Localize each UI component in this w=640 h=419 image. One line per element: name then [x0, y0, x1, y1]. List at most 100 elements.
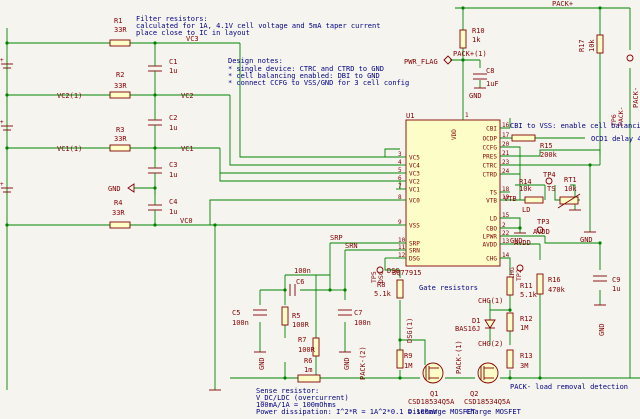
- q2-ref: Q2: [470, 390, 478, 398]
- c2-value: 1u: [169, 124, 177, 132]
- resistor-r9: R9 1M: [396, 349, 412, 370]
- resistor-r6: R6 1m: [297, 357, 321, 383]
- filter-note-2: place close to IC in layout: [136, 29, 250, 37]
- c5-value: 100n: [232, 319, 249, 327]
- u1-pin-name-left: SRN: [409, 248, 420, 255]
- diode-d1: D1 BAS16J: [455, 317, 496, 333]
- rt1-value: 10k: [564, 185, 577, 193]
- net-srn: SRN: [345, 242, 358, 250]
- discharge-mosfet-label: Discharge MOSFET: [408, 408, 476, 416]
- resistor-r3: R3 33R: [109, 126, 131, 152]
- c1-ref: C1: [169, 58, 177, 66]
- testpoint-tp5: TP5 DSG: [370, 266, 385, 283]
- r3-ref: R3: [116, 126, 124, 134]
- tp2-ref: TP2: [515, 269, 523, 281]
- capacitor-c5: C5 100n: [232, 309, 267, 327]
- svg-text:+: +: [0, 119, 4, 126]
- u1-pin-num-left: 6: [398, 175, 402, 182]
- u1-pin-name-left: VC0: [409, 198, 420, 205]
- net-chg-2: CHG(2): [478, 340, 503, 348]
- capacitor-c4: C4 1u: [148, 195, 177, 218]
- r12-ref: R12: [520, 315, 533, 323]
- r16-ref: R16: [548, 276, 561, 284]
- svg-text:+: +: [0, 181, 4, 188]
- tp6-value: PACK-: [617, 106, 625, 126]
- design-note-2: * cell balancing enabled: DBI to GND: [228, 72, 380, 80]
- design-note-3: * connect CCFG to VSS/GND for 3 cell con…: [228, 79, 409, 87]
- r6-value: 1m: [304, 366, 312, 374]
- net-pack-minus-2: PACK-(2): [359, 346, 367, 380]
- pwr-flag-label: PWR_FLAG: [404, 58, 438, 66]
- r10-ref: R10: [472, 27, 485, 35]
- r6-ref: R6: [304, 357, 312, 365]
- q1-ref: Q1: [430, 390, 438, 398]
- q1-value: CSD18534Q5A: [408, 398, 455, 406]
- resistor-r2: R2 33R: [109, 71, 131, 99]
- sense-note-3: Power dissipation: I^2*R = 1A^2*0.1 = 10…: [256, 408, 438, 416]
- design-note-0: Design notes:: [228, 57, 283, 65]
- battery-cell-top: +: [0, 57, 13, 69]
- ic-u1: U1 BQ77915 VDD 1: [392, 112, 501, 277]
- filter-note-1: calculated for 1A, 4.1V cell voltage and…: [136, 22, 380, 30]
- c3-ref: C3: [169, 161, 177, 169]
- gnd-label-cbo: GND: [510, 237, 523, 245]
- u1-pin-num-left: 11: [398, 244, 406, 251]
- d1-value: BAS16J: [455, 325, 480, 333]
- resistor-r14: R14 10k: [519, 178, 532, 193]
- c4-value: 1u: [169, 208, 177, 216]
- u1-pin-name-left: SRP: [409, 241, 420, 248]
- battery-cell-mid: +: [0, 119, 13, 131]
- u1-pin-name-right: VTB: [486, 198, 497, 205]
- u1-pin-name-left: VC1: [409, 187, 420, 194]
- resistor-r1: R1 33R: [109, 17, 131, 47]
- thermistor-rt1: RT1 10k: [557, 176, 581, 209]
- gnd-label-c8: GND: [469, 92, 482, 100]
- load-note: PACK- load removal detection: [510, 383, 628, 391]
- u1-pin-name-right: LPWR: [483, 234, 498, 241]
- design-notes: Design notes: * single device: CTRC and …: [228, 57, 409, 87]
- net-pack-minus: PACK-: [632, 87, 640, 108]
- gnd-c7: GND: [339, 351, 351, 370]
- r5-ref: R5: [292, 312, 300, 320]
- tp3-value: AVDD: [533, 228, 550, 236]
- r13-ref: R13: [520, 352, 533, 360]
- battery-cell-bottom: +: [0, 181, 13, 193]
- u1-pin-num-right: 23: [502, 159, 510, 166]
- u1-pin-name-left: VC5: [409, 155, 420, 162]
- r7-ref: R7: [298, 336, 306, 344]
- vtb-label: VTB: [504, 195, 517, 203]
- mosfet-q1: Q1 CSD18534Q5A: [408, 362, 455, 406]
- u1-pin-num-left: 7: [398, 183, 402, 190]
- sense-note-0: Sense resistor:: [256, 387, 319, 395]
- c2-ref: C2: [169, 114, 177, 122]
- gate-note: Gate resistors: [419, 284, 478, 292]
- r4-ref: R4: [114, 199, 122, 207]
- net-srp: SRP: [330, 234, 343, 242]
- ocd-note: OCD1 delay 45ms: [591, 135, 640, 143]
- u1-pin-vdd-num: 1: [465, 112, 469, 119]
- r1-value: 33R: [114, 26, 127, 34]
- gnd-label-c5: GND: [258, 357, 266, 370]
- u1-pin-num-right: 13: [502, 238, 510, 245]
- sense-note-1: V_DC/LDC (overcurrent): [256, 394, 349, 402]
- r3-value: 33R: [114, 135, 127, 143]
- u1-pin-name-right: LD: [490, 216, 498, 223]
- gnd-r17: GND: [580, 231, 596, 244]
- resistor-r12: R12 1M: [506, 312, 533, 332]
- resistor-r15: R15 200k: [511, 134, 558, 159]
- filter-note-0: Filter resistors:: [136, 15, 208, 23]
- r8-ref: R8: [377, 281, 385, 289]
- c5-ref: C5: [232, 309, 240, 317]
- wires: [6, 7, 640, 390]
- u1-pin-vdd: VDD: [451, 129, 458, 140]
- gnd-label-c9: GND: [598, 323, 606, 336]
- r2-value: 33R: [114, 82, 127, 90]
- r1-ref: R1: [114, 17, 122, 25]
- u1-pin-name-right: CBI: [486, 126, 497, 133]
- gnd-c9: GND: [594, 304, 606, 336]
- net-vc1-1: VC1(1): [57, 145, 82, 153]
- net-vc2: VC2: [181, 92, 194, 100]
- r15-ref: R15: [540, 142, 553, 150]
- resistor-r17: R17 10k: [578, 34, 604, 54]
- u1-pin-num-left: 5: [398, 167, 402, 174]
